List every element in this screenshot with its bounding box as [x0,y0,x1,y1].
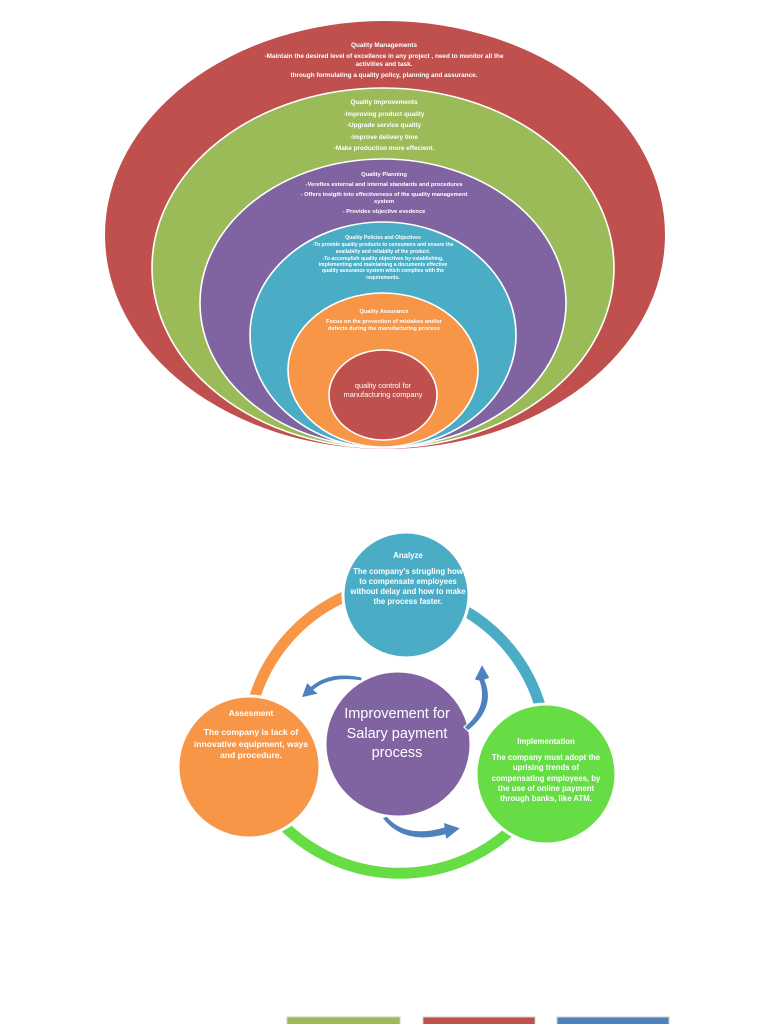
curved-arrow-icon [381,815,463,842]
level-line: -Improving product quality [343,110,425,118]
strip-block-green [286,1016,401,1024]
level-title: Quality Policies and Objectives [345,235,421,241]
implementation-description: The company must adopt the uprising tren… [491,753,601,804]
level-line: -Make production more effecient. [333,145,435,153]
level-line: -To provide quality products to consumer… [312,242,454,255]
quality-assurance-text: Quality Assurance Focus on the preventio… [322,309,446,336]
analyze-circle [341,530,471,660]
implementation-node-text: Implementation The company must adopt th… [486,737,606,804]
center-title: Improvement for Salary payment process [344,706,450,761]
cycle-arc-blue [464,607,549,719]
level-line: - Provides objective evedence [342,209,426,215]
cycle-arc-orange [247,590,349,705]
analyze-title: Analyze [393,551,423,560]
level-title: Quality Assurance [359,309,409,315]
assessment-circle [176,694,322,840]
level-title: Quality Managements [350,42,418,49]
bottom-strip [286,1016,670,1024]
level-line: -To accomplish quality objectives by est… [318,255,448,281]
center-circle [323,669,473,819]
assessment-node-text: Assesment The company is lack of innovat… [192,708,310,762]
strip-block-blue [556,1016,670,1024]
level-title: Quality Planning [361,172,407,178]
level-line: through formulating a quality policy, pl… [290,72,478,79]
level-line: - Offers insigth into effectiveness of t… [300,192,468,205]
nested-quality-diagram [105,21,665,449]
assessment-title: Assesment [228,708,274,718]
assessment-description: The company is lack of innovative equipm… [193,727,309,761]
level-line: Focus on the prevention of mistakes and/… [326,319,442,332]
cycle-arc-green [279,821,515,879]
curved-arrow-icon [300,674,363,699]
level-title: Quality Improvements [350,99,418,106]
level-line: -Improve delivery time [350,133,418,141]
salary-cycle-diagram [176,530,618,879]
level-line: -Upgrade service quality [346,122,422,130]
analyze-description: The company's strugling how to compensat… [350,567,466,606]
implementation-circle [474,702,618,846]
strip-block-red [422,1016,536,1024]
quality-improvement-text: Quality Improvements -Improving product … [300,99,468,157]
quality-policies-text: Quality Policies and Objectives -To prov… [310,235,456,282]
quality-control-core-text: quality control for manufacturing compan… [343,381,423,399]
level-line: -Maintain the desired level of excellenc… [264,53,504,68]
level-line: -Verefies external and internal standard… [305,182,463,188]
quality-planning-text: Quality Planning -Verefies external and … [290,172,478,219]
implementation-title: Implementation [517,737,575,746]
analyze-node-text: Analyze The company's strugling how to c… [349,551,467,607]
curved-arrow-icon [463,662,491,732]
quality-control-core-ellipse [328,349,438,441]
quality-management-text: Quality Managements -Maintain the desire… [260,42,508,83]
